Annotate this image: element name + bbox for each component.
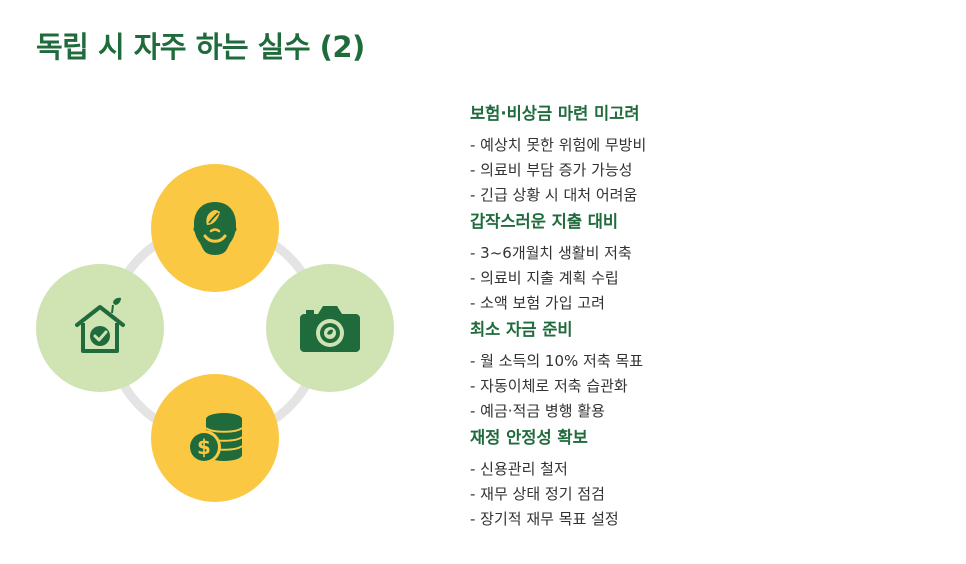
list-item: - 장기적 재무 목표 설정 <box>470 510 619 528</box>
node-right <box>266 264 394 392</box>
camera-icon <box>300 306 360 352</box>
section-title: 갑작스러운 지출 대비 <box>470 212 619 231</box>
svg-text:$: $ <box>197 435 211 459</box>
list-item: - 의료비 지출 계획 수립 <box>470 269 619 287</box>
house-check-icon <box>75 297 125 353</box>
section-title: 재정 안정성 확보 <box>470 428 588 447</box>
node-left <box>36 264 164 392</box>
section-insurance: 보험·비상금 마련 미고려 - 예상치 못한 위험에 무방비 - 의료비 부담 … <box>470 100 940 208</box>
list-item: - 자동이체로 저축 습관화 <box>470 377 628 395</box>
list-item: - 소액 보험 가입 고려 <box>470 294 605 312</box>
content-list: 보험·비상금 마련 미고려 - 예상치 못한 위험에 무방비 - 의료비 부담 … <box>470 100 940 532</box>
list-item: - 의료비 부담 증가 가능성 <box>470 161 633 179</box>
cycle-diagram: $ <box>30 150 400 510</box>
list-item: - 예금·적금 병행 활용 <box>470 402 605 420</box>
section-financial-stability: 재정 안정성 확보 - 신용관리 철저 - 재무 상태 정기 점검 - 장기적 … <box>470 424 940 532</box>
coins-dollar-icon: $ <box>187 413 243 464</box>
page-title: 독립 시 자주 하는 실수 (2) <box>36 30 365 64</box>
node-top <box>151 164 279 292</box>
list-item: - 신용관리 철저 <box>470 460 568 478</box>
list-item: - 3~6개월치 생활비 저축 <box>470 244 632 262</box>
section-minimum-funds: 최소 자금 준비 - 월 소득의 10% 저축 목표 - 자동이체로 저축 습관… <box>470 316 940 424</box>
face-leaf-icon <box>193 202 237 255</box>
list-item: - 재무 상태 정기 점검 <box>470 485 605 503</box>
section-title: 최소 자금 준비 <box>470 320 573 339</box>
section-sudden-expense: 갑작스러운 지출 대비 - 3~6개월치 생활비 저축 - 의료비 지출 계획 … <box>470 208 940 316</box>
list-item: - 월 소득의 10% 저축 목표 <box>470 352 643 370</box>
section-title: 보험·비상금 마련 미고려 <box>470 104 640 123</box>
node-bottom: $ <box>151 374 279 502</box>
list-item: - 긴급 상황 시 대처 어려움 <box>470 186 638 204</box>
list-item: - 예상치 못한 위험에 무방비 <box>470 136 647 154</box>
